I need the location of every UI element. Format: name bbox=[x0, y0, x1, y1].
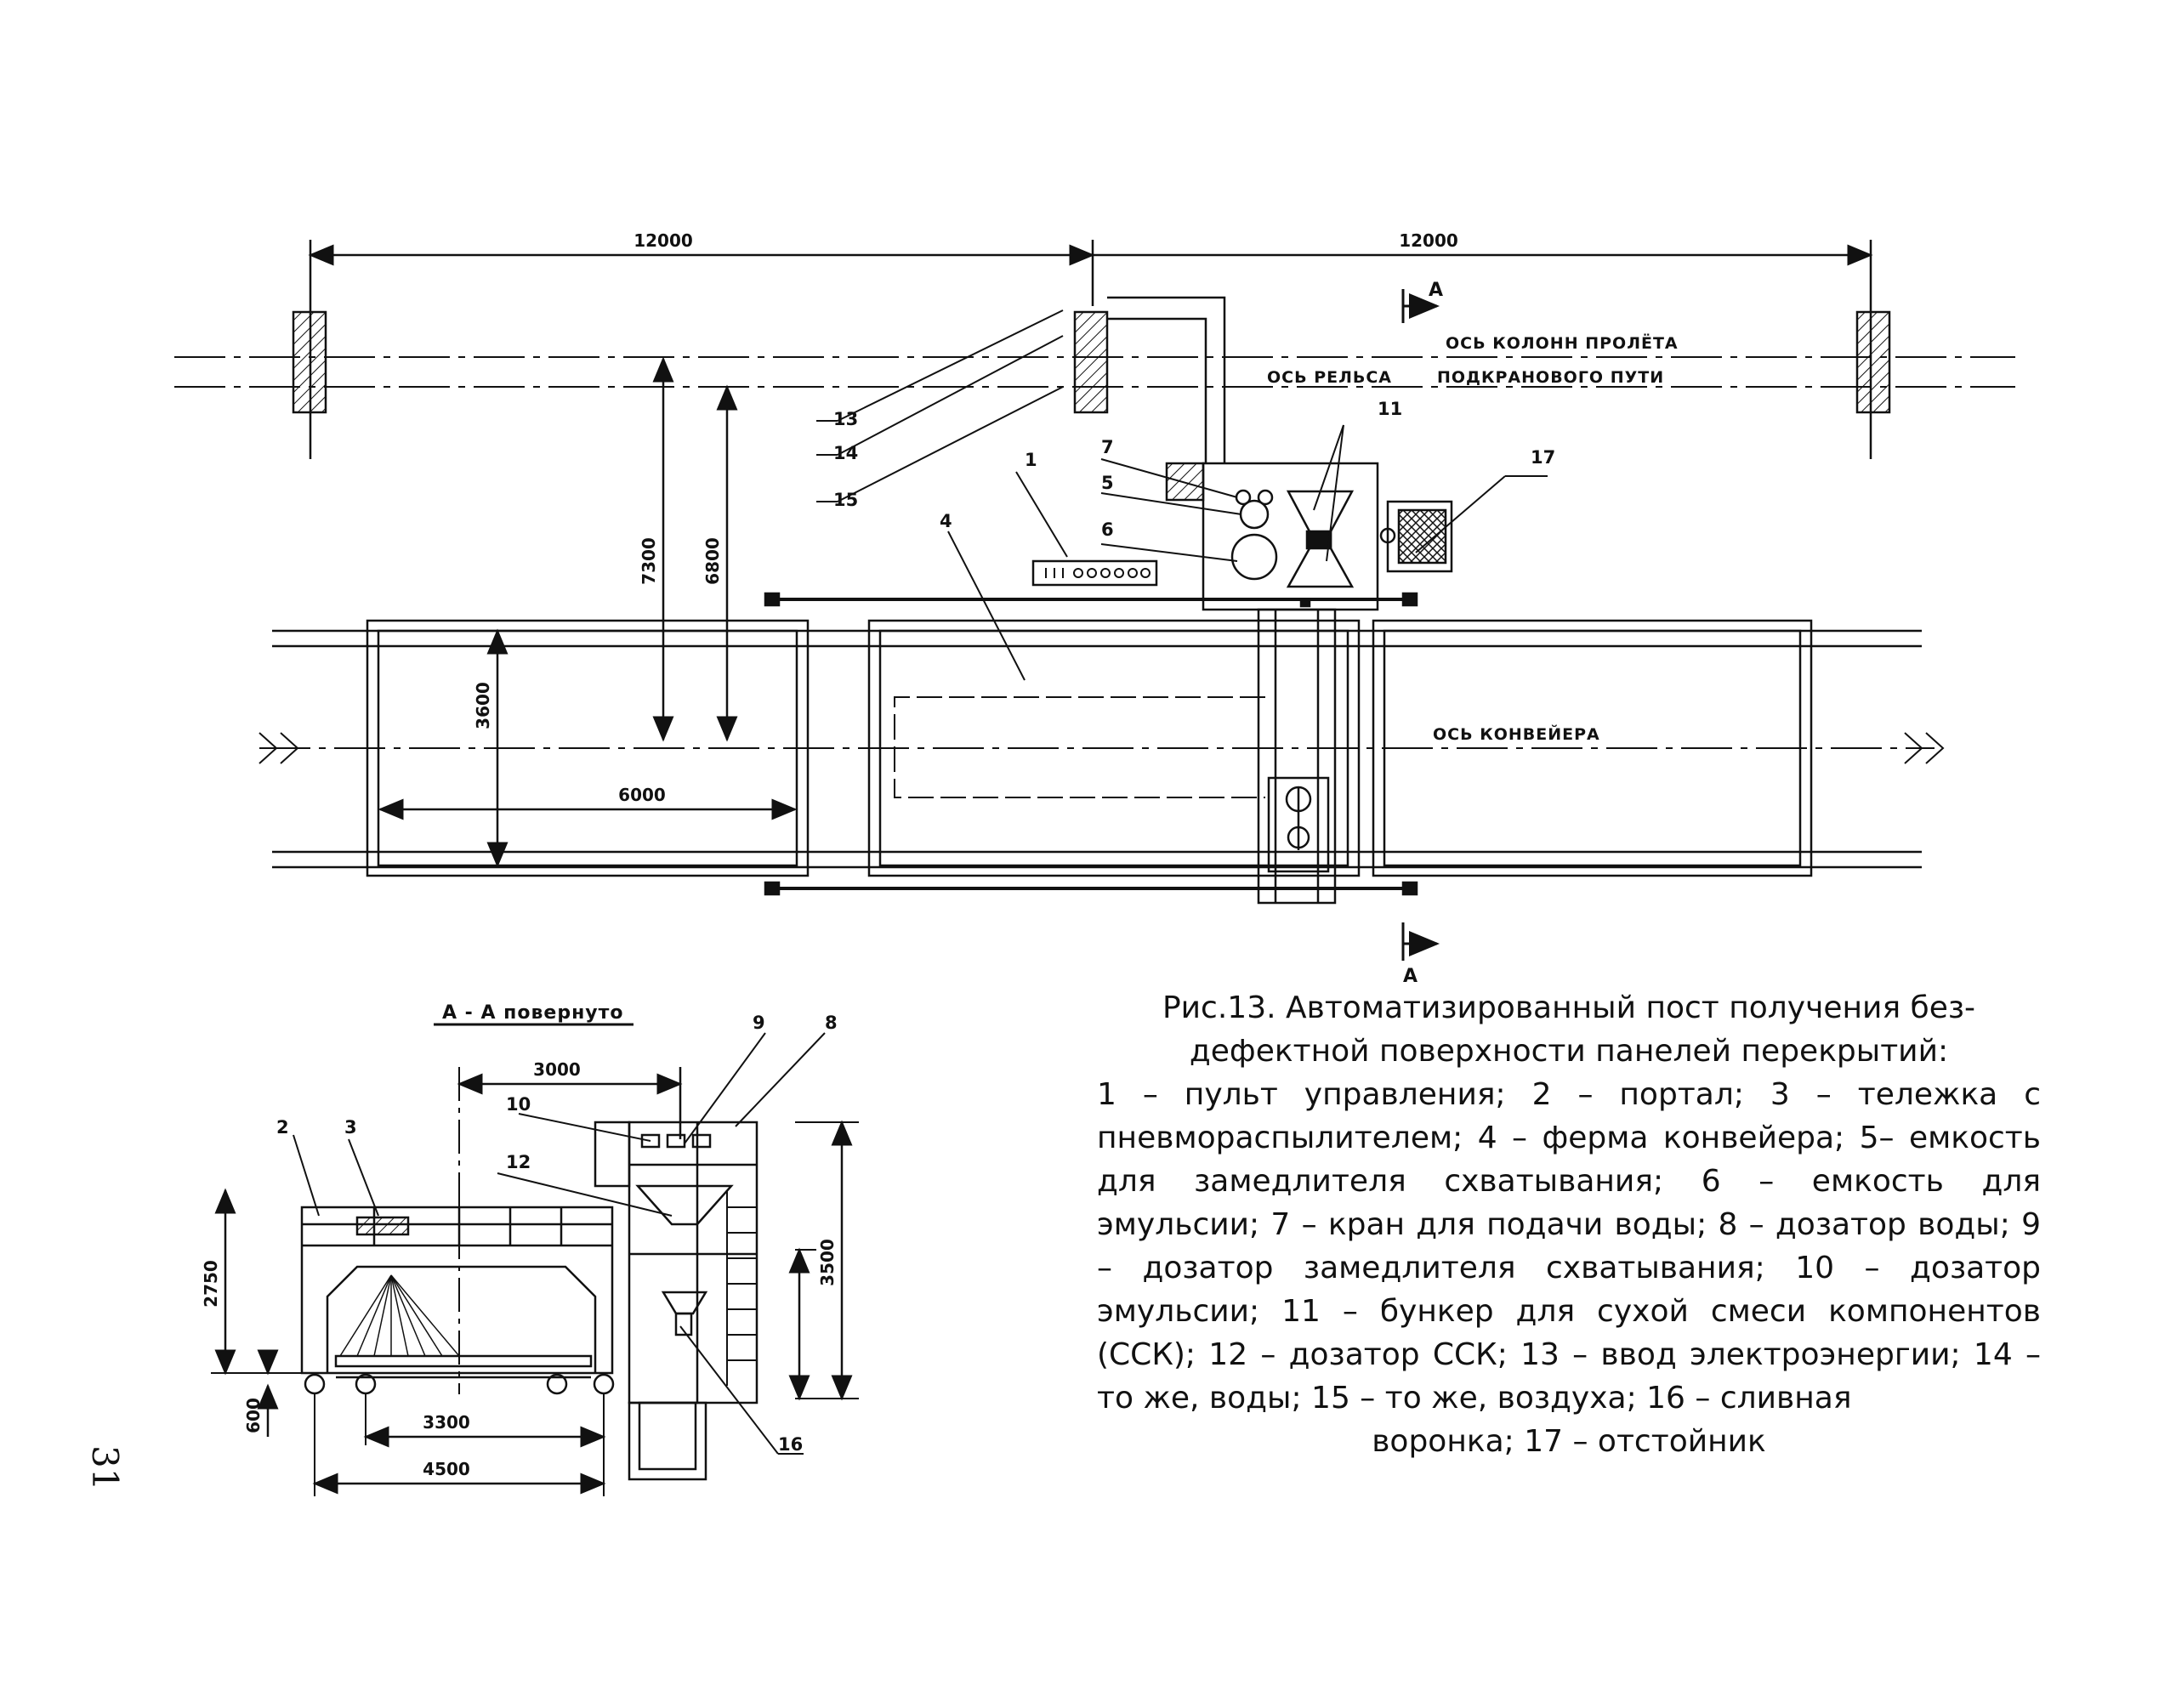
section-spray-carriage bbox=[355, 1216, 410, 1236]
section-mark-top: А bbox=[1429, 280, 1443, 301]
dim-6800: 6800 bbox=[702, 537, 723, 585]
callout-15: 15 bbox=[833, 490, 858, 510]
callout-5: 5 bbox=[1101, 473, 1114, 493]
page-number: 31 bbox=[84, 1445, 126, 1491]
rail-axis-label-b: ПОДКРАНОВОГО ПУТИ bbox=[1437, 368, 1664, 387]
section-mark-bottom: А bbox=[1403, 966, 1418, 987]
callout-3: 3 bbox=[344, 1117, 357, 1138]
dim-4500: 4500 bbox=[423, 1459, 470, 1479]
dim-span-right: 12000 bbox=[1399, 230, 1458, 251]
section-view bbox=[211, 1023, 859, 1496]
figure-caption: Рис.13. Автоматизированный пост получени… bbox=[1097, 986, 2041, 1463]
dim-3000: 3000 bbox=[533, 1059, 581, 1080]
callout-14: 14 bbox=[833, 443, 858, 463]
callout-9: 9 bbox=[753, 1013, 765, 1033]
section-cut-bottom bbox=[1401, 922, 1437, 961]
dim-7300: 7300 bbox=[639, 537, 659, 585]
column-right bbox=[1855, 310, 1891, 414]
dim-6000: 6000 bbox=[618, 785, 666, 805]
section-cut-top bbox=[1401, 289, 1437, 323]
callout-13: 13 bbox=[833, 409, 858, 429]
dim-3600: 3600 bbox=[473, 682, 493, 729]
dim-3500: 3500 bbox=[817, 1239, 838, 1286]
callout-10: 10 bbox=[506, 1094, 531, 1115]
control-panel bbox=[1031, 559, 1158, 587]
dim-600: 600 bbox=[243, 1398, 264, 1433]
pallet-2 bbox=[867, 619, 1361, 877]
settling-tank bbox=[1386, 500, 1453, 573]
dim-span-left: 12000 bbox=[633, 230, 693, 251]
column-left bbox=[292, 310, 327, 414]
conveyor-axis-label: ОСЬ КОНВЕЙЕРА bbox=[1433, 724, 1600, 744]
callout-2: 2 bbox=[276, 1117, 289, 1138]
pallet-3 bbox=[1372, 619, 1813, 877]
callout-8: 8 bbox=[825, 1013, 838, 1033]
drain-funnel bbox=[628, 1401, 707, 1481]
rail-axis-label-a: ОСЬ РЕЛЬСА bbox=[1267, 368, 1392, 387]
spray-carriage bbox=[1267, 776, 1330, 873]
section-portal bbox=[300, 1206, 614, 1375]
callout-17: 17 bbox=[1531, 447, 1555, 468]
callout-16: 16 bbox=[778, 1434, 803, 1455]
service-conduit bbox=[1107, 296, 1226, 463]
section-title: А - А повернуто bbox=[442, 1002, 623, 1024]
callout-1: 1 bbox=[1025, 450, 1037, 470]
carriage-guide bbox=[1257, 608, 1337, 905]
callout-11: 11 bbox=[1378, 399, 1402, 419]
caption-legend: 1 – пульт управления; 2 – портал; 3 – те… bbox=[1097, 1077, 2041, 1416]
callout-4: 4 bbox=[940, 511, 952, 531]
callout-12: 12 bbox=[506, 1152, 531, 1172]
emulsion-tank bbox=[1230, 533, 1278, 581]
caption-last-line: воронка; 17 – отстойник bbox=[1372, 1424, 1766, 1459]
column-axis-label: ОСЬ КОЛОНН ПРОЛЁТА bbox=[1446, 332, 1679, 353]
column-middle bbox=[1073, 310, 1109, 414]
callout-6: 6 bbox=[1101, 519, 1114, 540]
caption-title: Рис.13. Автоматизированный пост получени… bbox=[1162, 990, 1976, 1069]
plan-view bbox=[174, 240, 2015, 961]
dim-2750: 2750 bbox=[201, 1260, 221, 1308]
callout-7: 7 bbox=[1101, 437, 1114, 457]
pallet-1 bbox=[366, 619, 810, 877]
dim-3300: 3300 bbox=[423, 1412, 470, 1433]
